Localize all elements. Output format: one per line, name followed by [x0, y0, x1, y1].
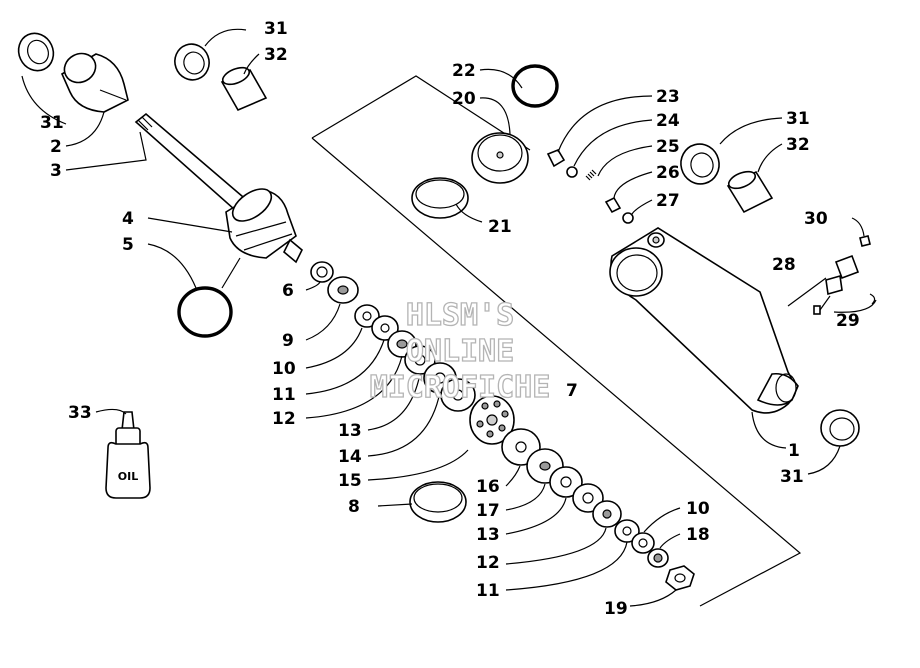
callout: 1	[788, 441, 800, 461]
assembly-boundary	[311, 75, 802, 607]
o-ring-22	[511, 64, 559, 108]
callout: 11	[476, 581, 500, 601]
callout: 24	[656, 111, 680, 131]
callout: 31	[40, 113, 64, 133]
callout: 22	[452, 61, 476, 81]
callout: 19	[604, 599, 628, 619]
oil-label: OIL	[118, 470, 138, 483]
svg-text:MICROFICHE: MICROFICHE	[370, 370, 551, 405]
callout: 11	[272, 385, 296, 405]
bushing-31-bottom	[820, 409, 860, 447]
o-ring-5	[177, 286, 233, 338]
callout: 28	[772, 255, 796, 275]
oil-bottle-33: OIL	[105, 411, 151, 499]
callout: 10	[686, 499, 710, 519]
callout: 7	[566, 381, 578, 401]
callout: 18	[686, 525, 710, 545]
callout: 9	[282, 331, 294, 351]
callout: 13	[338, 421, 362, 441]
shim-washers	[327, 276, 476, 412]
callout: 23	[656, 87, 680, 107]
callout: 2	[50, 137, 62, 157]
bushing-31-right	[680, 143, 720, 185]
svg-text:HLSM'S: HLSM'S	[406, 298, 514, 333]
callout: 10	[272, 359, 296, 379]
callout: 25	[656, 137, 680, 157]
shock-body-1	[609, 227, 799, 414]
callout: 12	[272, 409, 296, 429]
svg-text:ONLINE: ONLINE	[406, 334, 514, 369]
callout: 31	[786, 109, 810, 129]
callout: 21	[488, 217, 512, 237]
callout: 31	[264, 19, 288, 39]
callout: 32	[264, 45, 288, 65]
callout: 5	[122, 235, 134, 255]
callout: 13	[476, 525, 500, 545]
bushing-31-top	[174, 43, 210, 81]
callout: 14	[338, 447, 362, 467]
callout: 26	[656, 163, 680, 183]
leader-lines	[21, 28, 877, 607]
callout: 30	[804, 209, 828, 229]
callout: 29	[836, 311, 860, 331]
rod-end-eye-2	[60, 52, 129, 113]
callout-labels: 31 2 3 31 32 4 5 6 9 10 11 12 13 14 15 7…	[40, 19, 860, 619]
callout: 15	[338, 471, 362, 491]
callout: 20	[452, 89, 476, 109]
piston-ring-21	[411, 177, 469, 219]
callout: 16	[476, 477, 500, 497]
callout: 12	[476, 553, 500, 573]
floating-piston-20	[471, 132, 529, 184]
callout: 32	[786, 135, 810, 155]
rod-end-bushing-31	[17, 32, 55, 72]
valve-parts	[546, 149, 634, 224]
piston-rod-nut-6	[310, 261, 334, 283]
callout: 27	[656, 191, 680, 211]
piston-nut-19	[665, 565, 695, 591]
piston-7	[469, 395, 515, 445]
watermark: HLSM'S ONLINE MICROFICHE	[369, 297, 551, 405]
callout: 17	[476, 501, 500, 521]
callout: 33	[68, 403, 92, 423]
sleeve-32-top	[220, 66, 268, 112]
piston-ring-8	[409, 481, 467, 523]
valve-cap-assembly	[787, 235, 876, 315]
callout: 4	[122, 209, 134, 229]
shim-washers-lower	[501, 428, 669, 568]
callout: 3	[50, 161, 62, 181]
callout: 31	[780, 467, 804, 487]
sleeve-32-right	[726, 170, 774, 214]
callout: 6	[282, 281, 294, 301]
callout: 8	[348, 497, 360, 517]
seal-head-4	[225, 188, 303, 264]
